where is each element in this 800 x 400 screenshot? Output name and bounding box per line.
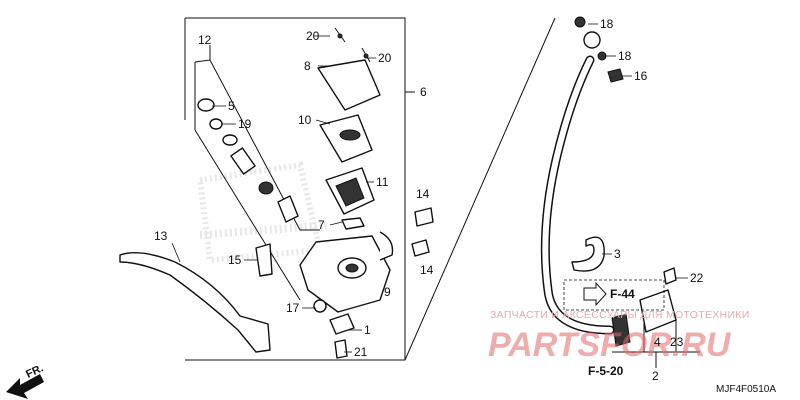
diagram-code: MJF4F0510A <box>716 384 776 395</box>
callout-16: 16 <box>634 69 648 83</box>
watermark-text: ЗАПЧАСТИ И АКСЕССУАРЫ ДЛЯ МОТОТЕХНИКИ <box>490 309 750 321</box>
callout-8: 8 <box>304 59 311 73</box>
callout-leaders <box>171 23 688 353</box>
callout-20-right: 20 <box>378 51 392 65</box>
callout-21: 21 <box>354 345 368 359</box>
callout-13: 13 <box>154 229 168 243</box>
callout-1: 1 <box>364 323 371 337</box>
callout-2: 2 <box>652 369 659 383</box>
bolts <box>255 207 434 359</box>
direction-label: FR. <box>24 362 45 380</box>
assembly-bracket-6 <box>184 17 556 361</box>
callout-9: 9 <box>384 285 391 299</box>
callout-7: 7 <box>318 218 325 232</box>
callout-19: 19 <box>238 117 252 131</box>
callout-10: 10 <box>298 113 312 127</box>
brake-lever <box>119 252 271 353</box>
callout-23: 23 <box>670 335 684 349</box>
honda-background-logo <box>196 161 331 264</box>
watermark-logo: PARTSFOR.RU <box>488 326 732 364</box>
callout-17: 17 <box>286 301 300 315</box>
reservoir-cap-stack <box>317 59 381 230</box>
assembly-bracket-2 <box>612 320 700 368</box>
reference-f44: F-44 <box>610 287 635 301</box>
screws-20 <box>334 27 371 63</box>
callout-20-top: 20 <box>306 29 320 43</box>
callout-18-top: 18 <box>600 17 614 31</box>
callout-11: 11 <box>376 175 389 189</box>
assembly-bracket-12 <box>194 45 320 301</box>
reference-f5-20: F-5-20 <box>588 364 624 378</box>
callout-15: 15 <box>228 253 242 267</box>
callout-5: 5 <box>228 99 235 113</box>
front-direction-arrow: FR. <box>6 362 45 399</box>
callout-6: 6 <box>420 85 427 99</box>
callout-14-top: 14 <box>416 187 430 201</box>
callout-4: 4 <box>654 335 661 349</box>
callout-18-bottom: 18 <box>618 49 632 63</box>
f44-reference: F-44 <box>563 279 665 311</box>
callout-14-bottom: 14 <box>420 263 434 277</box>
watermark: ЗАПЧАСТИ И АКСЕССУАРЫ ДЛЯ МОТОТЕХНИКИ PA… <box>488 309 750 364</box>
master-cylinder-body <box>299 231 394 335</box>
piston-kit-parts <box>197 98 299 223</box>
callout-numbers: 12 5 19 20 20 8 6 10 11 14 14 7 9 13 15 … <box>154 17 704 383</box>
hose-clip-and-bracket <box>571 236 677 347</box>
callout-3: 3 <box>614 247 621 261</box>
callout-12: 12 <box>198 33 212 47</box>
callout-22: 22 <box>690 271 704 285</box>
brake-hose <box>540 16 624 335</box>
